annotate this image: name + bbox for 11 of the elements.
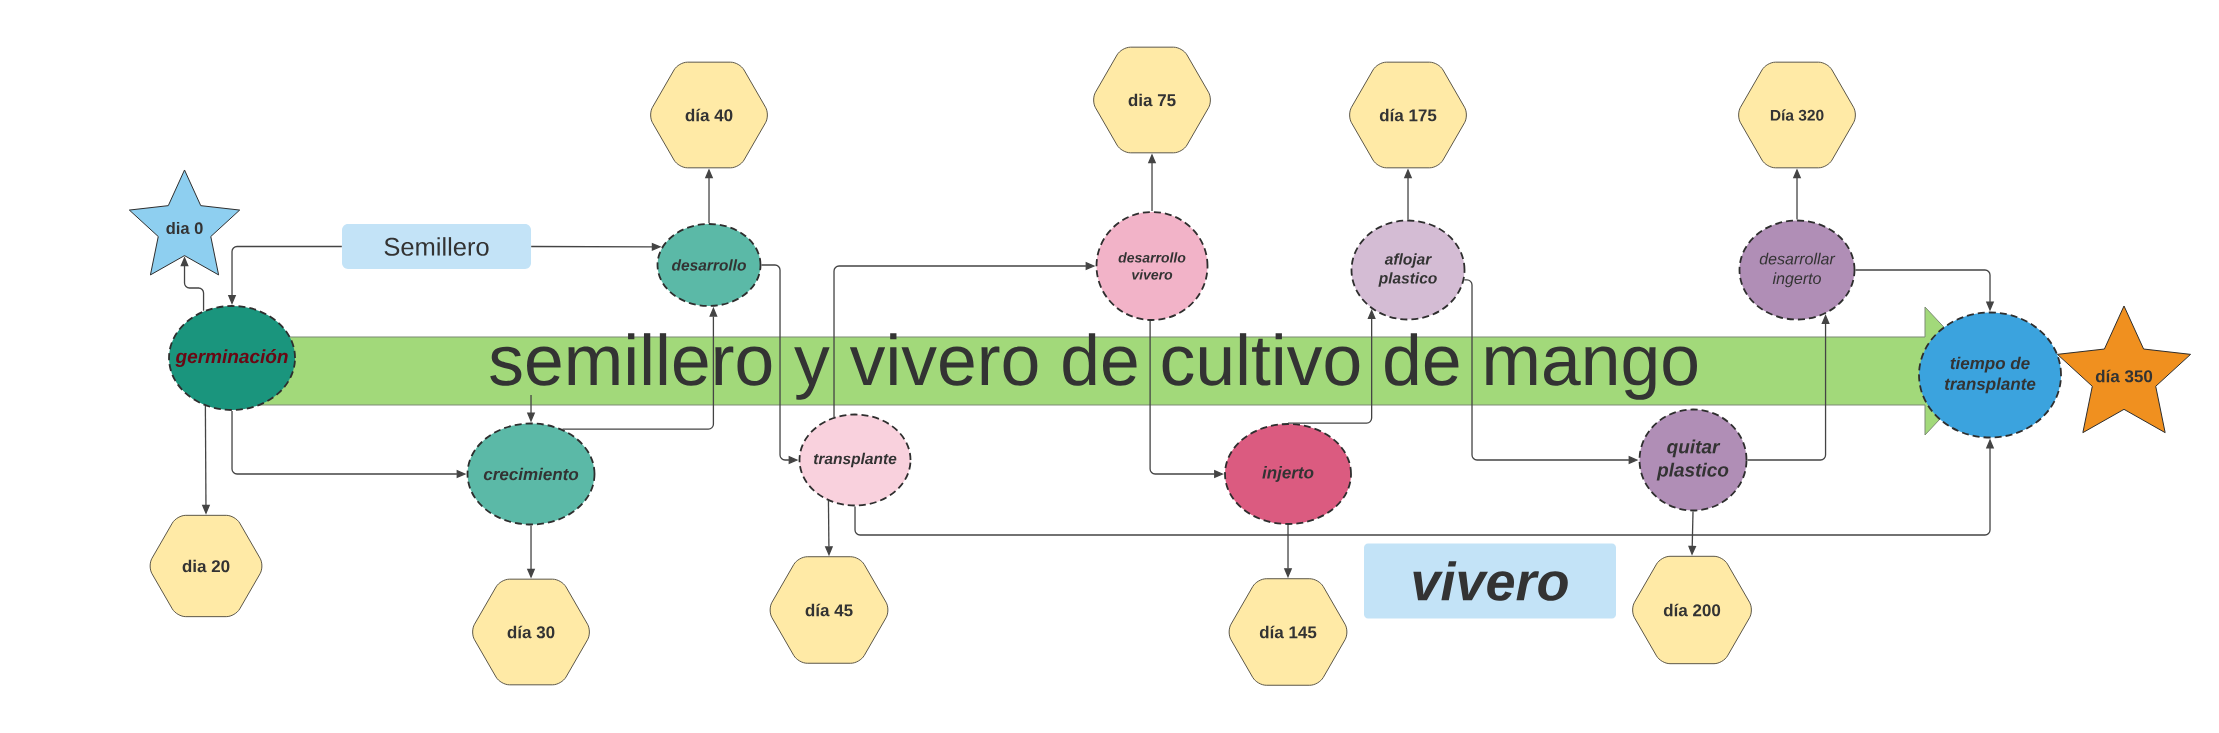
label-box: Semillero <box>342 224 531 269</box>
day-hexagon: día 200 <box>1632 555 1752 665</box>
day-hexagon: día 30 <box>472 578 590 686</box>
day-hexagon: día 40 <box>650 61 768 169</box>
day-hexagon: Día 320 <box>1738 61 1856 169</box>
day-hexagon: día 145 <box>1228 578 1348 686</box>
day-hexagon: día 175 <box>1349 61 1467 169</box>
label-box: vivero <box>1364 543 1616 619</box>
day-hexagon: día 45 <box>769 556 889 664</box>
day-hexagon: dia 75 <box>1093 46 1211 154</box>
day-hexagon: dia 20 <box>149 514 263 618</box>
